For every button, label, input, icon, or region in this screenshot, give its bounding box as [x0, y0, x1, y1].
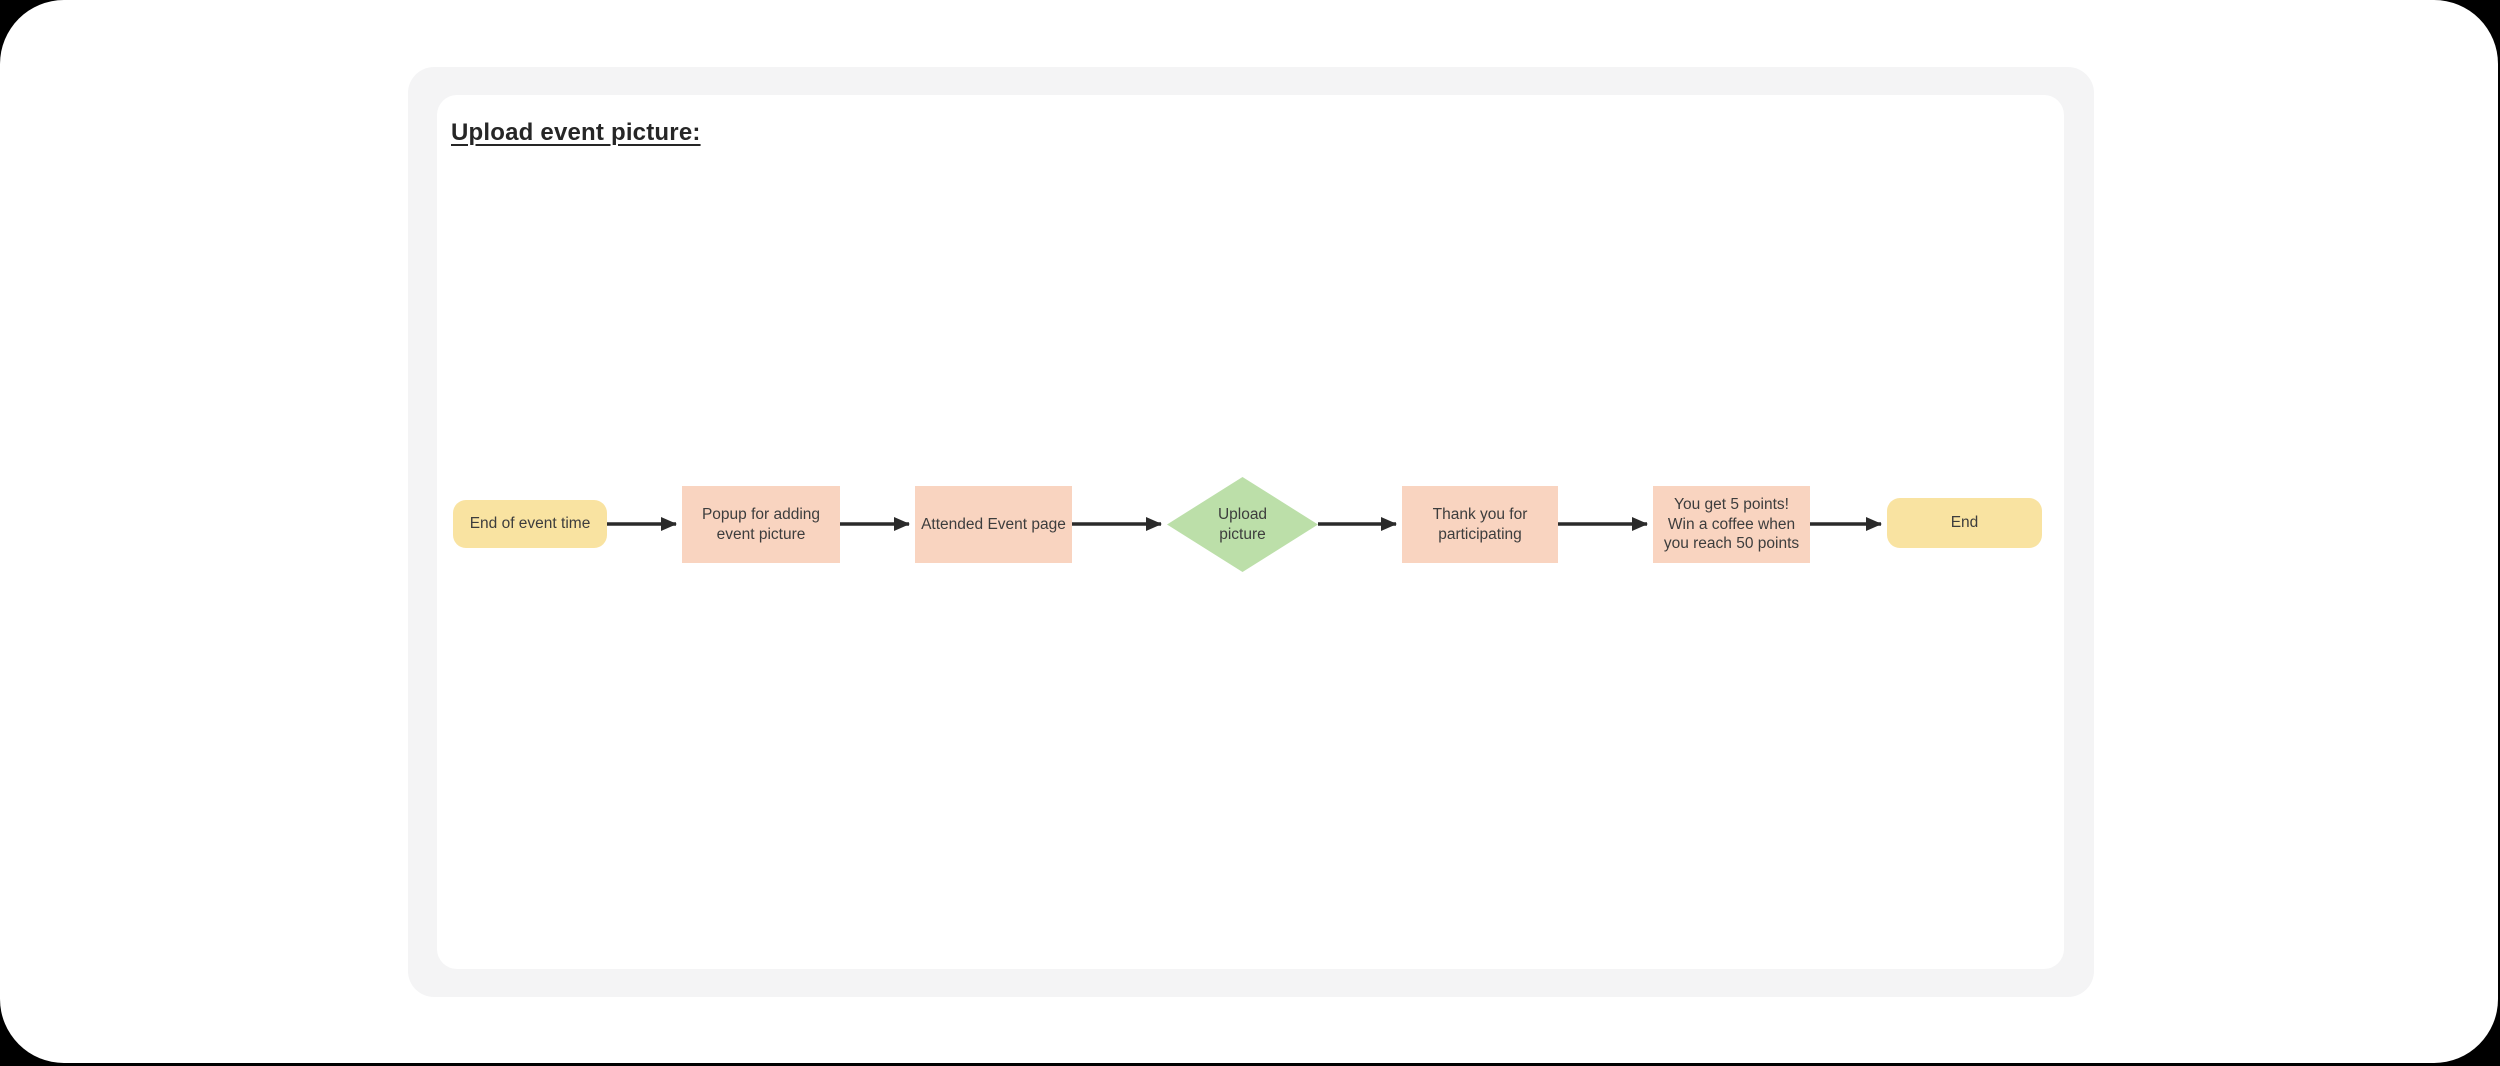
flow-node-thank-you-for-participating[interactable]: Thank you for participating — [1402, 486, 1558, 563]
page-title: Upload event picture: — [451, 119, 701, 146]
flow-node-end-of-event-time[interactable]: End of event time — [453, 500, 607, 548]
flow-node-label: End of event time — [469, 515, 591, 533]
flow-node-attended-event-page[interactable]: Attended Event page — [915, 486, 1072, 563]
flow-node-label: Popup for adding event picture — [701, 506, 821, 543]
flow-connectors — [607, 517, 1882, 531]
board-card: Upload event picture: End of event time … — [408, 67, 2094, 997]
flow-node-label: Thank you for participating — [1432, 506, 1528, 543]
flow-node-label: End — [1950, 514, 1979, 532]
flow-node-points-reward[interactable]: You get 5 points! Win a coffee when you … — [1653, 486, 1810, 563]
flow-node-label: You get 5 points! Win a coffee when you … — [1663, 496, 1800, 553]
flow-node-popup-for-adding-event-picture[interactable]: Popup for adding event picture — [682, 486, 840, 563]
flow-node-label: Attended Event page — [921, 515, 1066, 533]
flow-node-end[interactable]: End — [1887, 498, 2042, 548]
flow-canvas: Upload event picture: End of event time … — [437, 95, 2064, 969]
flow-node-label: Upload picture — [1217, 506, 1268, 543]
